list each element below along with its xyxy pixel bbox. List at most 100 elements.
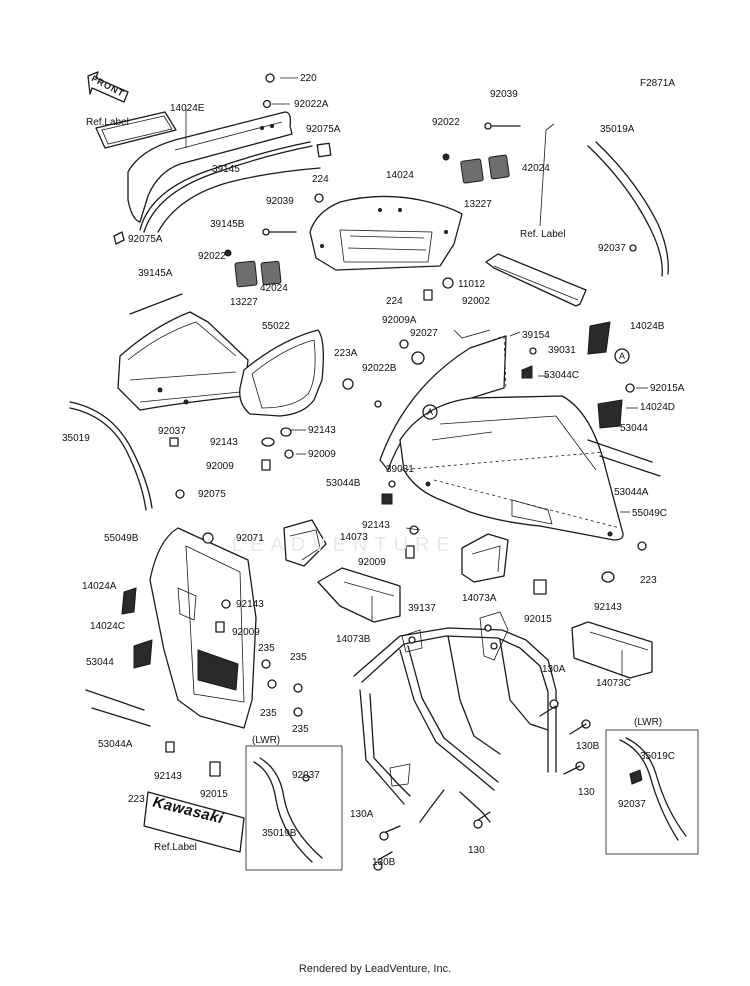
callout[interactable]: 14073B — [336, 634, 371, 645]
callout[interactable]: 14073 — [340, 532, 368, 543]
callout[interactable]: 55022 — [262, 321, 290, 332]
callout[interactable]: 92037 — [158, 426, 186, 437]
callout[interactable]: 92037 — [292, 770, 320, 781]
bracket-92015 — [533, 579, 547, 595]
callout[interactable]: 92075A — [128, 234, 163, 245]
callout[interactable]: 39031 — [548, 345, 576, 356]
callout[interactable]: 13227 — [464, 199, 492, 210]
fairing-stay-39137 — [353, 611, 557, 823]
callout[interactable]: 39145B — [210, 219, 245, 230]
callout[interactable]: 130 — [578, 787, 595, 798]
callout[interactable]: 92022B — [362, 363, 397, 374]
callout[interactable]: 92143 — [210, 437, 238, 448]
callout[interactable]: 53044A — [614, 487, 649, 498]
callout[interactable]: 39145 — [212, 164, 240, 175]
callout[interactable]: 235 — [292, 724, 309, 735]
callout[interactable]: (LWR) — [634, 717, 663, 728]
callout[interactable]: 53044C — [544, 370, 580, 381]
callout[interactable]: 235 — [260, 708, 277, 719]
callout[interactable]: 55049B — [104, 533, 139, 544]
bumper-92075a — [316, 142, 332, 158]
callout[interactable]: 92143 — [594, 602, 622, 613]
callout[interactable]: 35019A — [600, 124, 635, 135]
callout[interactable]: 39137 — [408, 603, 436, 614]
callout[interactable]: 39031 — [386, 464, 414, 475]
callout[interactable]: Ref. Label — [520, 229, 566, 240]
callout[interactable]: 92037 — [618, 799, 646, 810]
callout[interactable]: 14024 — [386, 170, 414, 181]
callout[interactable]: 39154 — [522, 330, 550, 341]
callout[interactable]: 92009 — [358, 557, 386, 568]
callout[interactable]: 92009 — [308, 449, 336, 460]
callout[interactable]: 92039 — [490, 89, 518, 100]
callout[interactable]: 92015 — [524, 614, 552, 625]
lwr-box-left — [245, 745, 343, 871]
callout[interactable]: 92037 — [598, 243, 626, 254]
callout[interactable]: 92071 — [236, 533, 264, 544]
callout[interactable]: 223 — [128, 794, 145, 805]
callout[interactable]: 130B — [372, 857, 396, 868]
callout[interactable]: 42024 — [522, 163, 550, 174]
brand-label: Kawasaki — [148, 792, 244, 832]
callout[interactable]: 92009 — [206, 461, 234, 472]
callout[interactable]: 235 — [290, 652, 307, 663]
callout[interactable]: 92009 — [232, 627, 260, 638]
callout[interactable]: Ref.Label — [154, 842, 197, 853]
callout[interactable]: 14024A — [82, 581, 117, 592]
callout[interactable]: 53044A — [98, 739, 133, 750]
callout[interactable]: (LWR) — [252, 735, 281, 746]
small-fasteners-right — [342, 339, 635, 559]
callout[interactable]: 14073C — [596, 678, 632, 689]
callout[interactable]: 53044 — [86, 657, 114, 668]
callout[interactable]: Ref.Label — [86, 117, 129, 128]
callout[interactable]: 39145A — [138, 268, 173, 279]
callout[interactable]: 130A — [350, 809, 374, 820]
callout[interactable]: 92143 — [154, 771, 182, 782]
callout[interactable]: 92022 — [198, 251, 226, 262]
callout[interactable]: 92143 — [236, 599, 264, 610]
callout[interactable]: 53044B — [326, 478, 361, 489]
callout[interactable]: 35019 — [62, 433, 90, 444]
callout[interactable]: 14024D — [640, 402, 676, 413]
callout[interactable]: 130B — [576, 741, 600, 752]
callout[interactable]: 224 — [386, 296, 403, 307]
callout[interactable]: 220 — [300, 73, 317, 84]
callout[interactable]: 223A — [334, 348, 358, 359]
callout[interactable]: 92075A — [306, 124, 341, 135]
callout[interactable]: 35019B — [262, 828, 297, 839]
callout[interactable]: 92039 — [266, 196, 294, 207]
callout[interactable]: 53044 — [620, 423, 648, 434]
marker-a: A — [427, 407, 434, 417]
callout[interactable]: 224 — [312, 174, 329, 185]
callout[interactable]: 92075 — [198, 489, 226, 500]
screw-220 — [262, 73, 275, 109]
callout[interactable]: 14024C — [90, 621, 126, 632]
callout[interactable]: 92002 — [462, 296, 490, 307]
callout[interactable]: 13227 — [230, 297, 258, 308]
callout[interactable]: 14024B — [630, 321, 665, 332]
strips-53044 — [587, 439, 661, 477]
callout[interactable]: 92143 — [308, 425, 336, 436]
callout[interactable]: 14024E — [170, 103, 205, 114]
callout[interactable]: 42024 — [260, 283, 288, 294]
callout[interactable]: 14073A — [462, 593, 497, 604]
callout[interactable]: 92022A — [294, 99, 329, 110]
callout[interactable]: 35019C — [640, 751, 676, 762]
callout[interactable]: 92022 — [432, 117, 460, 128]
trim-strip-39145b — [157, 167, 321, 233]
callout[interactable]: 11012 — [458, 279, 486, 290]
callout[interactable]: 92143 — [362, 520, 390, 531]
leader-lines — [185, 77, 648, 531]
cover-14024b — [587, 321, 611, 355]
callout[interactable]: 235 — [258, 643, 275, 654]
footer-credit: Rendered by LeadVenture, Inc. — [298, 963, 452, 975]
callout[interactable]: 130A — [542, 664, 566, 675]
callout[interactable]: 92027 — [410, 328, 438, 339]
callout[interactable]: 92015 — [200, 789, 228, 800]
callout[interactable]: 92015A — [650, 383, 685, 394]
callout[interactable]: 130 — [468, 845, 485, 856]
callout[interactable]: 223 — [640, 575, 657, 586]
callout[interactable]: 55049C — [632, 508, 668, 519]
windshield-trim-35019 — [69, 401, 179, 511]
callout[interactable]: 92009A — [382, 315, 417, 326]
